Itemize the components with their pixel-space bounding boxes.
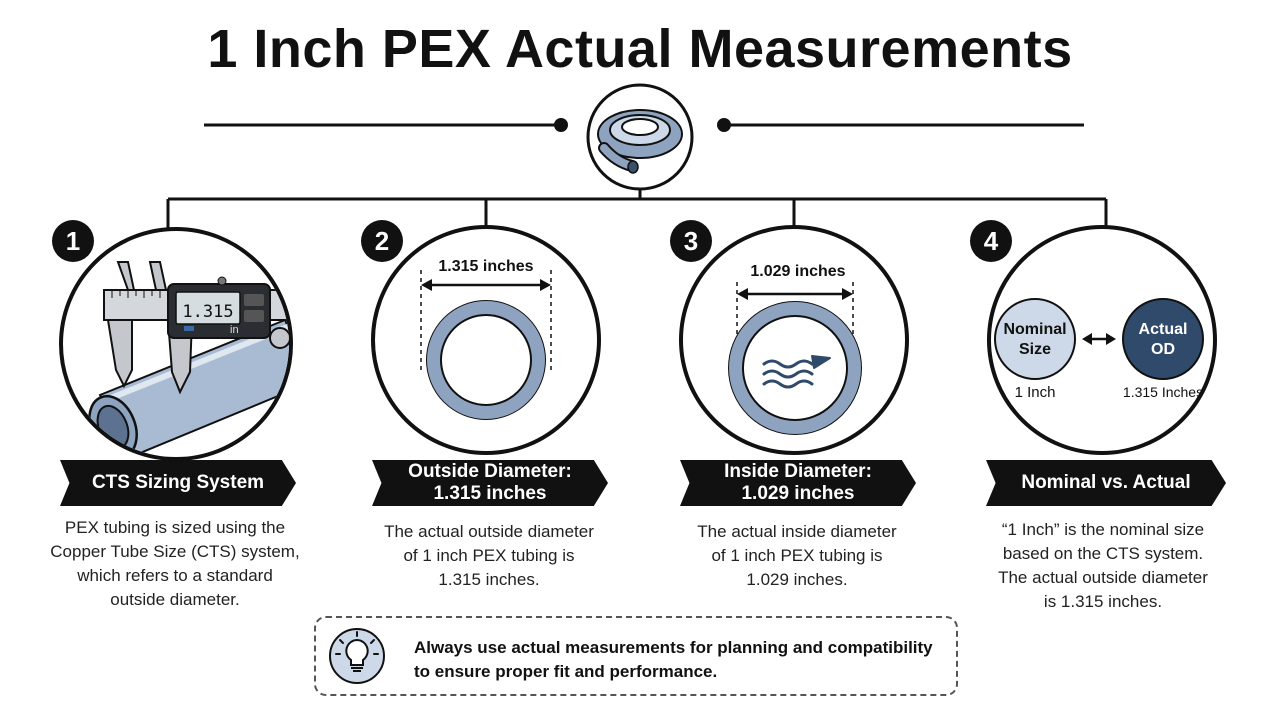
- lightbulb-icon: [329, 628, 385, 684]
- step-number-3: 3: [670, 220, 712, 262]
- caliper-unit: in: [230, 324, 239, 336]
- outside-diameter-illustration: [420, 270, 552, 420]
- nominal-value: 1 Inch: [1014, 384, 1056, 401]
- caliper-reading: 1.315: [182, 302, 233, 322]
- heading-inside-diameter: Inside Diameter:1.029 inches: [680, 460, 916, 506]
- outside-diameter-label: 1.315 inches: [438, 258, 534, 275]
- inside-diameter-label: 1.029 inches: [750, 263, 846, 280]
- nominal-vs-actual-illustration: [994, 298, 1204, 380]
- heading-outside-diameter: Outside Diameter:1.315 inches: [372, 460, 608, 506]
- heading-nominal-vs-actual: Nominal vs. Actual: [986, 460, 1226, 506]
- header-rule-right-dot: [717, 118, 731, 132]
- actual-value: 1.315 Inches: [1122, 384, 1204, 400]
- page-title: 1 Inch PEX Actual Measurements: [207, 19, 1073, 79]
- heading-cts-sizing: CTS Sizing System: [60, 460, 296, 506]
- pex-coil-icon: [586, 83, 694, 191]
- step-number-1: 1: [52, 220, 94, 262]
- inside-diameter-illustration: [728, 282, 862, 435]
- header-rule-left-dot: [554, 118, 568, 132]
- tip-text: Always use actual measurements for plann…: [414, 638, 933, 681]
- step-number-2: 2: [361, 220, 403, 262]
- caliper-pipe-illustration: 1.315 in: [88, 261, 289, 457]
- water-flow-icon: [762, 359, 814, 389]
- step-number-4: 4: [970, 220, 1012, 262]
- tip-box: Always use actual measurements for plann…: [314, 616, 958, 696]
